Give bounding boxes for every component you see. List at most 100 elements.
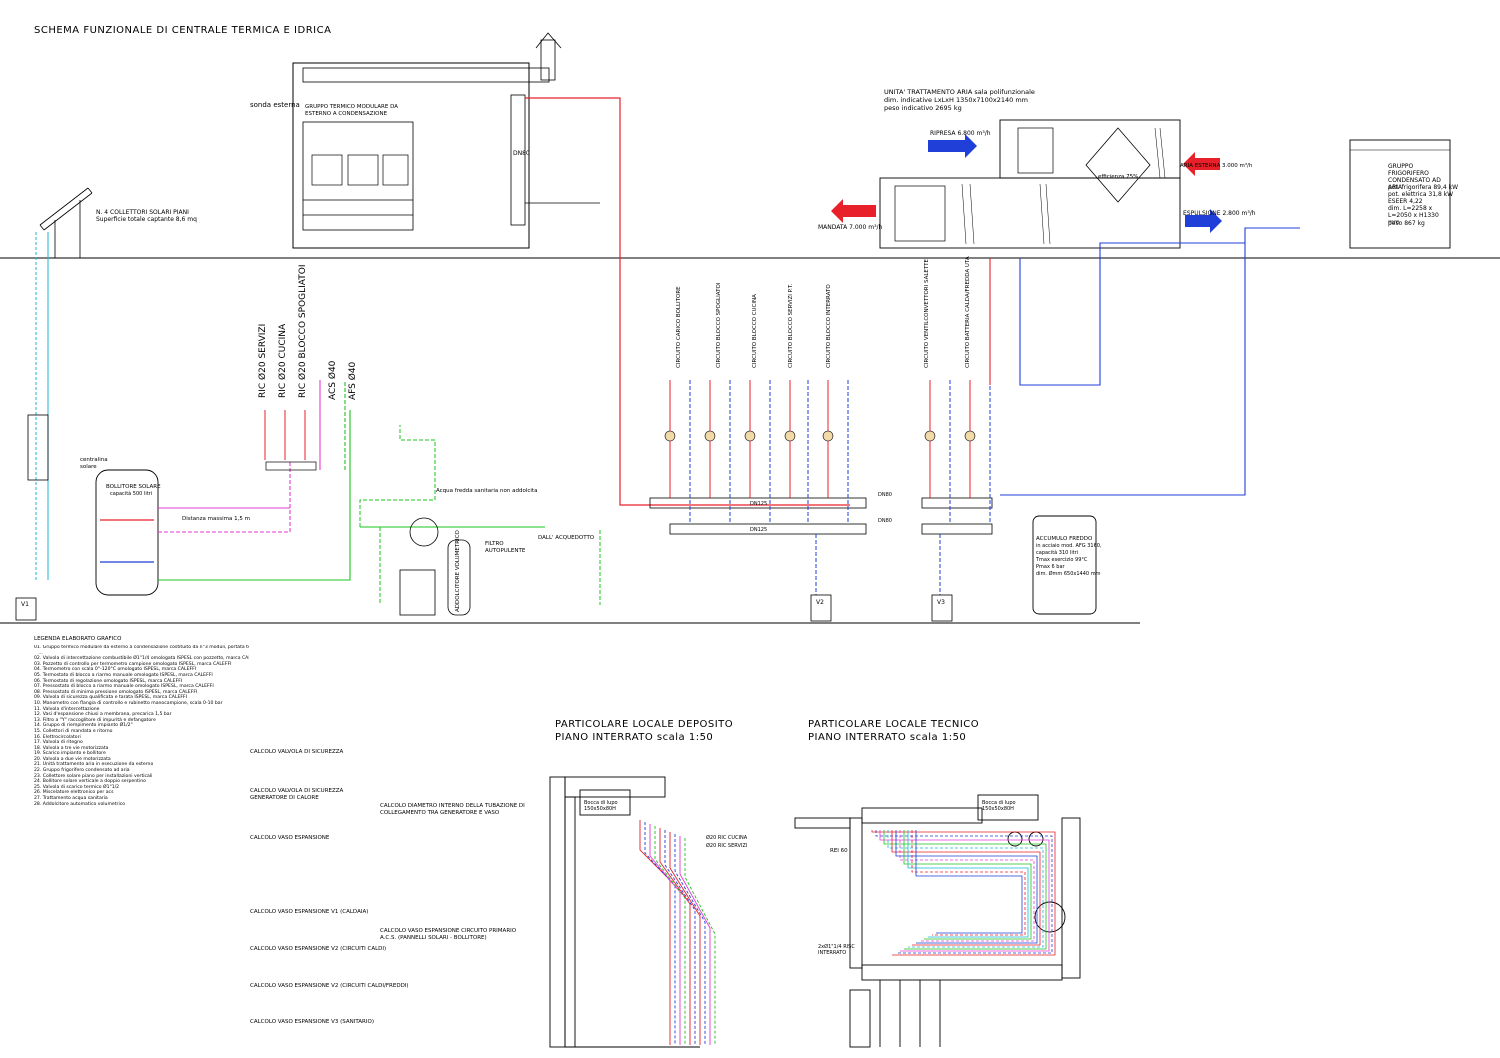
plan-pipe bbox=[883, 830, 1047, 950]
chimney-cap bbox=[535, 32, 562, 49]
centralina-label: centralina solare bbox=[80, 457, 108, 470]
plan-pipe bbox=[907, 830, 1029, 938]
left-circuit-label: RIC Ø20 CUCINA bbox=[278, 323, 288, 398]
circuit-label: CIRCUITO BLOCCO SERVIZI P.T. bbox=[788, 283, 794, 368]
addolcitore-label: ADDOLCITORE VOLUMETRICO bbox=[455, 530, 461, 612]
collector-uta-hot bbox=[921, 497, 993, 509]
softener-salt bbox=[399, 569, 436, 616]
deposito-bocca: Bocca di lupo 150x50x80H bbox=[584, 800, 618, 812]
dn80-label: DN80 bbox=[513, 150, 530, 157]
distanza-label: Distanza massima 1,5 m bbox=[182, 516, 250, 522]
chiller-line4: dim. L=2258 x L=2050 x H1330 mm bbox=[1388, 205, 1439, 226]
uta-aria-esterna: ARIA ESTERNA 3.000 m³/h bbox=[1180, 163, 1253, 169]
collector-hot bbox=[649, 497, 867, 509]
uta-unit-lower bbox=[879, 177, 1181, 249]
deposito-title1: PARTICOLARE LOCALE DEPOSITO bbox=[555, 719, 734, 730]
solar-label: N. 4 COLLETTORI SOLARI PIANI bbox=[96, 209, 189, 216]
airflow-arrows bbox=[831, 134, 1222, 233]
accumulo-tank bbox=[1032, 515, 1097, 615]
plan-pipe bbox=[644, 822, 676, 1045]
calc-9: CALCOLO VASO ESPANSIONE CIRCUITO PRIMARI… bbox=[380, 928, 517, 941]
page-title: SCHEMA FUNZIONALE DI CENTRALE TERMICA E … bbox=[34, 25, 332, 36]
calc-8: CALCOLO DIAMETRO INTERNO DELLA TUBAZIONE… bbox=[380, 803, 525, 816]
accumulo-l2: capacità 310 litri bbox=[1036, 550, 1079, 556]
plan-pipe bbox=[875, 830, 1053, 954]
uta-unit-upper bbox=[999, 119, 1181, 179]
circuit-label: CIRCUITO CARICO BOLLITORE bbox=[676, 286, 682, 368]
plan-pipe bbox=[899, 830, 1035, 942]
plan-pipe bbox=[879, 830, 1050, 952]
plan-pipe bbox=[684, 838, 716, 1045]
deposito-ric2: Ø20 RIC SERVIZI bbox=[706, 843, 748, 849]
legend-title: LEGENDA ELABORATO GRAFICO bbox=[34, 636, 122, 642]
hydraulic-separator bbox=[510, 94, 526, 226]
plan-deposito bbox=[549, 776, 700, 1048]
tecnico-ric: 2xØ1"1/4 RISC INTERRATO bbox=[818, 944, 855, 956]
accumulo-l1: in acciaio mod. AFG 3160, bbox=[1036, 543, 1102, 549]
collector-return bbox=[669, 523, 867, 535]
uta-efficienza: efficienza 75% bbox=[1098, 174, 1139, 180]
chiller-title: GRUPPO FRIGORIFERO CONDENSATO AD ARIA bbox=[1388, 163, 1441, 191]
plan-pipe bbox=[911, 830, 1026, 936]
tecnico-bocca: Bocca di lupo 150x50x80H bbox=[982, 800, 1016, 812]
calc-3: CALCOLO VASO ESPANSIONE bbox=[250, 835, 330, 841]
hot-supply-pipe bbox=[525, 97, 850, 506]
accumulo-l4: Pmax 6 bar bbox=[1036, 564, 1065, 570]
uta-weight: peso indicativo 2695 kg bbox=[884, 104, 962, 112]
left-circuit-label: RIC Ø20 SERVIZI bbox=[258, 323, 268, 398]
plan-pipe bbox=[871, 830, 1056, 956]
boiler-label: GRUPPO TERMICO MODULARE DA ESTERNO A CON… bbox=[305, 104, 398, 117]
boiler-room-box bbox=[292, 62, 530, 249]
circulator-pump bbox=[664, 430, 676, 442]
chiller-line3: ESEER 4,22 bbox=[1388, 198, 1423, 205]
solar-station bbox=[27, 414, 49, 481]
calc-1: CALCOLO VALVOLA DI SICUREZZA bbox=[250, 749, 344, 755]
plan-pipe bbox=[654, 826, 686, 1045]
uta-ripresa: RIPRESA 6.800 m³/h bbox=[930, 130, 991, 137]
acquedotto-label: DALL' ACQUEDOTTO bbox=[538, 535, 595, 541]
boiler-unit bbox=[302, 121, 414, 231]
vaso-v2 bbox=[810, 594, 832, 622]
vaso-v1 bbox=[15, 597, 37, 621]
deposito-ric1: Ø20 RIC CUCINA bbox=[706, 835, 748, 841]
tecnico-rei: REI 60 bbox=[830, 848, 848, 854]
accumulo-title: ACCUMULO FREDDO bbox=[1036, 536, 1093, 542]
calc-6: CALCOLO VASO ESPANSIONE V2 (CIRCUITI CAL… bbox=[250, 983, 409, 989]
circuit-label: CIRCUITO BATTERIA CALDA/FREDDA UTA bbox=[965, 256, 971, 368]
calc-5: CALCOLO VASO ESPANSIONE V2 (CIRCUITI CAL… bbox=[250, 946, 387, 952]
chiller-unit bbox=[1349, 139, 1451, 249]
plan-pipe bbox=[639, 820, 671, 1045]
accumulo-l3: Tmax esercizio 99°C bbox=[1036, 557, 1088, 563]
chiller-line5: peso 867 kg bbox=[1388, 220, 1425, 227]
flue-pipe bbox=[302, 67, 550, 83]
plan-pipe bbox=[895, 830, 1038, 944]
vaso-v1-label: V1 bbox=[21, 601, 29, 608]
vaso-v3 bbox=[931, 594, 953, 622]
plan-pipe bbox=[649, 824, 681, 1045]
left-circuit-label: ACS Ø40 bbox=[328, 360, 338, 400]
circuit-label: CIRCUITO BLOCCO CUCINA bbox=[752, 294, 758, 368]
tecnico-title2: PIANO INTERRATO scala 1:50 bbox=[808, 732, 967, 743]
plan-pipe bbox=[903, 830, 1032, 940]
plan-tecnico bbox=[794, 794, 1081, 1048]
heat-recovery bbox=[1085, 127, 1151, 203]
softener-column bbox=[447, 539, 471, 616]
collector-uta-ret bbox=[921, 523, 993, 535]
plan-pipe bbox=[659, 828, 691, 1045]
plan-pipe bbox=[891, 830, 1041, 946]
circuit-label: CIRCUITO BLOCCO SPOGLIATOI bbox=[716, 282, 722, 368]
uta-dims: dim. indicative LxLxH 1350x7100x2140 mm bbox=[884, 96, 1029, 104]
acqua-fredda-label: Acqua fredda sanitaria non addolcita bbox=[436, 488, 538, 494]
calc-2: CALCOLO VALVOLA DI SICUREZZA GENERATORE … bbox=[250, 788, 344, 801]
circulator-pump bbox=[744, 430, 756, 442]
dn125-hot: DN125 bbox=[750, 501, 768, 507]
vaso-v3-label: V3 bbox=[937, 599, 945, 606]
dn125-ret: DN125 bbox=[750, 527, 768, 533]
vaso-v2-label: V2 bbox=[816, 599, 824, 606]
chilled-water-pipe bbox=[1000, 227, 1300, 496]
circulator-pump bbox=[924, 430, 936, 442]
left-circuit-label: AFS Ø40 bbox=[348, 361, 358, 400]
calc-7: CALCOLO VASO ESPANSIONE V3 (SANITARIO) bbox=[250, 1019, 374, 1025]
plan-pipe bbox=[669, 832, 701, 1045]
